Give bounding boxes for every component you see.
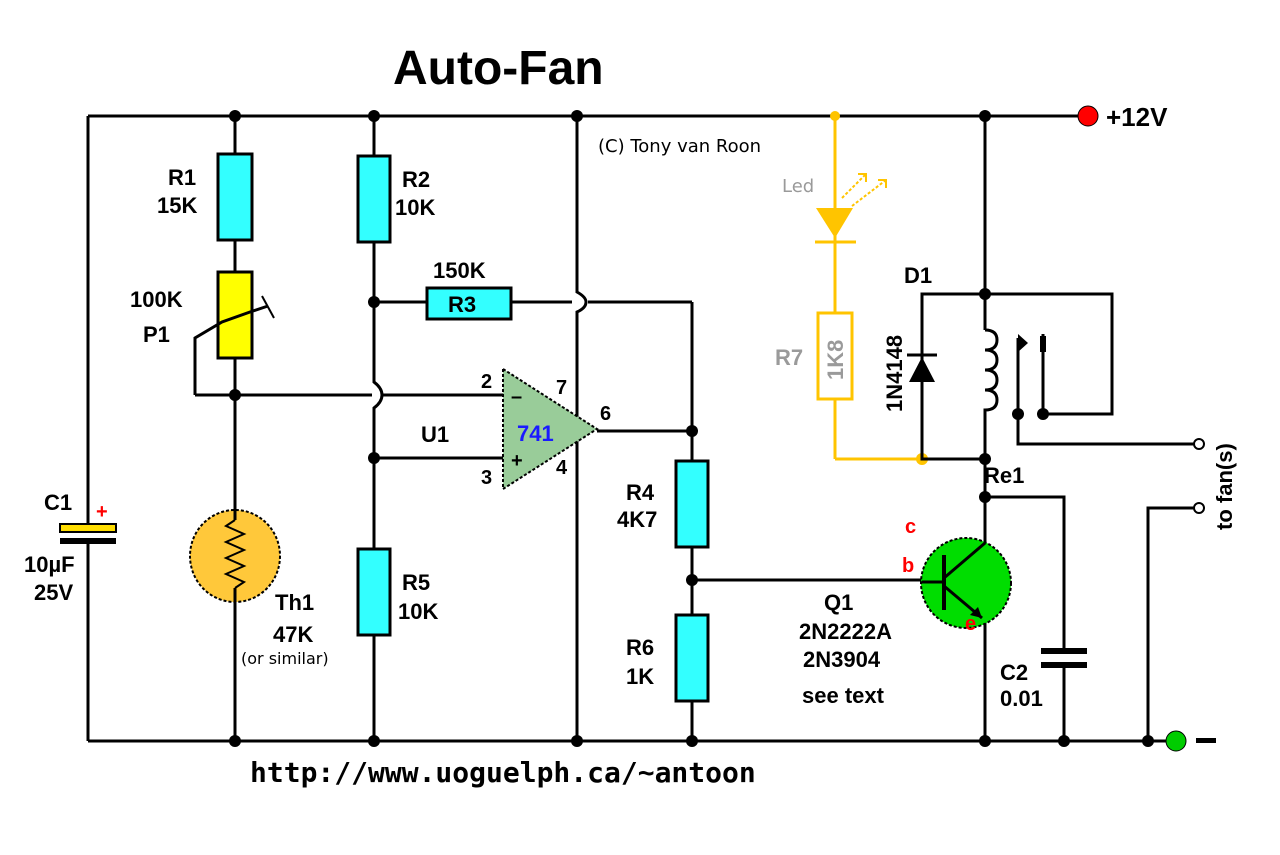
c1-label: C1 [44,490,72,515]
opamp-pin-6: 6 [600,403,611,425]
q1-pin-b: b [902,555,914,577]
q1-pin-e: e [965,613,976,635]
c2-value: 0.01 [1000,686,1043,711]
diagram-title: Auto-Fan [393,42,604,95]
capacitor-c1 [59,500,117,570]
th1-value: 47K [273,622,313,647]
relay-label: Re1 [984,463,1024,488]
capacitor-c2 [1041,648,1087,654]
p1-value: 100K [130,287,183,312]
resistor-r1 [216,152,254,242]
c1-value: 10µF [24,552,75,577]
q1-label: Q1 [824,590,853,615]
potentiometer-p1 [193,270,275,395]
r7-value: 1K8 [823,340,848,380]
negative-label [1196,738,1216,743]
p1-label: P1 [143,322,170,347]
fan-output-label: to fan(s) [1212,443,1237,530]
resistor-r4 [674,459,710,549]
opamp-pin-2: 2 [481,371,492,393]
r5-label: R5 [402,570,430,595]
relay-contacts [1012,334,1049,420]
relay-common-wire [985,292,1114,416]
led [815,111,928,465]
negative-terminal[interactable] [1165,730,1187,752]
th1-note: (or similar) [241,649,329,668]
led-label: Led [782,176,814,197]
opamp-noninv-sign: + [511,450,523,472]
r3-label: R3 [448,292,476,317]
opamp-pin-3: 3 [481,467,492,489]
q1-part-2: 2N3904 [803,647,881,672]
opamp-pin-7: 7 [556,377,567,399]
copyright-text: (C) Tony van Roon [598,136,761,157]
d1-label: D1 [904,263,932,288]
r6-value: 1K [626,664,654,689]
q1-part-1: 2N2222A [799,619,892,644]
r5-value: 10K [398,599,438,624]
junction-dots [229,110,1154,747]
r6-label: R6 [626,635,654,660]
r7-label: R7 [775,345,803,370]
thermistor-th1 [189,509,281,603]
r4-label: R4 [626,480,655,505]
column-3-wire [575,116,588,741]
resistor-r3 [425,286,513,321]
resistor-r2 [356,154,392,244]
resistor-r5 [356,547,392,637]
relay-coil [983,328,999,414]
resistor-r7 [816,311,854,401]
opamp-part: 741 [517,421,554,446]
opamp-inv-sign: – [511,386,522,408]
q1-note: see text [802,683,885,708]
resistor-r6 [674,613,710,703]
r1-value: 15K [157,193,197,218]
r2-value: 10K [395,195,435,220]
opamp-label: U1 [421,422,449,447]
positive-label: +12V [1106,102,1168,132]
q1-pin-c: c [905,516,916,538]
d1-part: 1N4148 [882,335,907,412]
r2-label: R2 [402,167,430,192]
c1-voltage: 25V [34,580,73,605]
fan-terminal-1[interactable] [1193,438,1205,450]
c2-label: C2 [1000,660,1028,685]
opamp-pin-4: 4 [556,457,568,479]
positive-terminal[interactable] [1077,105,1099,127]
fan-terminal-2[interactable] [1193,502,1205,514]
c1-polarity: + [96,501,108,523]
diode-d1 [907,353,937,382]
opamp-u1 [502,367,599,491]
url-text: http://www.uoguelph.ca/~antoon [250,756,756,789]
r1-label: R1 [168,165,196,190]
r4-value: 4K7 [617,507,657,532]
r3-value: 150K [433,258,486,283]
transistor-q1 [920,537,1012,629]
th1-label: Th1 [275,590,314,615]
